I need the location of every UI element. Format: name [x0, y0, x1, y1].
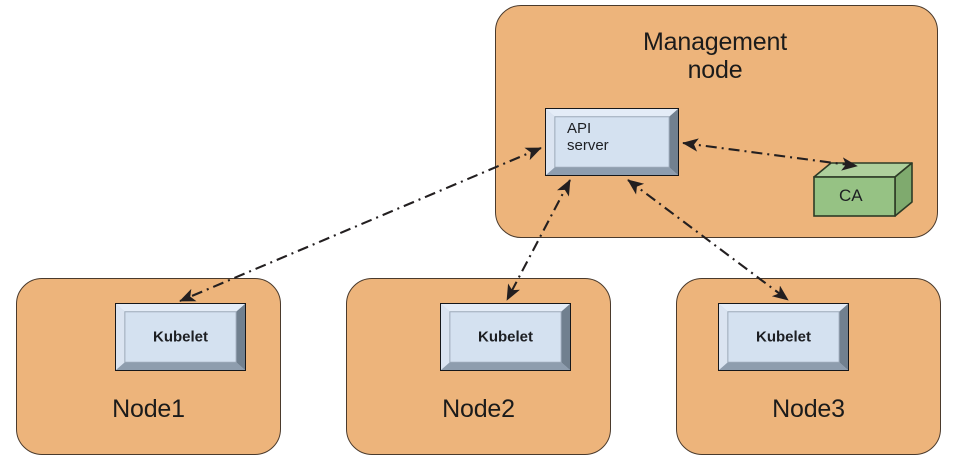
kubelet-node3-bevel-face — [719, 304, 848, 370]
kubelet-node2-bevel-face — [441, 304, 570, 370]
kubelet-node1-box[interactable]: Kubelet — [115, 303, 246, 371]
node3-label: Node3 — [772, 395, 845, 423]
ca-box[interactable]: CA — [813, 160, 913, 218]
kubelet-node1-bevel-face — [116, 304, 245, 370]
ca-label: CA — [839, 186, 863, 205]
node2-label: Node2 — [442, 395, 515, 423]
kubelet-node2-box[interactable]: Kubelet — [440, 303, 571, 371]
ca-cuboid-shape — [813, 162, 913, 217]
management-node-label: Management node — [643, 28, 787, 84]
kubelet-node3-box[interactable]: Kubelet — [718, 303, 849, 371]
kubelet-node3-label: Kubelet — [755, 328, 811, 346]
api-server-box[interactable]: API server — [545, 108, 679, 176]
kubelet-node2-label: Kubelet — [477, 328, 533, 346]
api-server-bevel-face — [546, 109, 678, 175]
kubelet-node1-label: Kubelet — [152, 328, 208, 346]
node1-label: Node1 — [112, 395, 185, 423]
api-server-label: API server — [567, 120, 609, 155]
